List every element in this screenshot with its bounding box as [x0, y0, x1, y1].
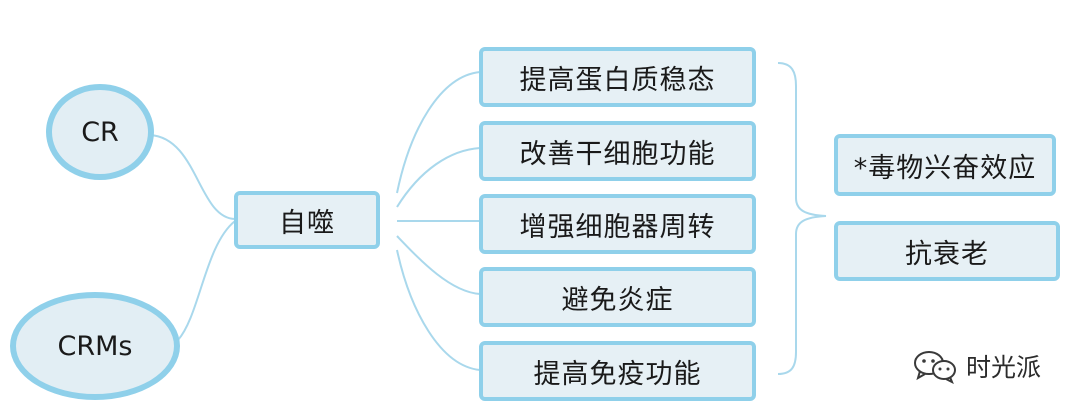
connector-crms-to-center — [177, 220, 236, 341]
connector-center-to-effect-2 — [396, 147, 481, 208]
effect-label: 提高免疫功能 — [533, 358, 702, 390]
source-label-crms: CRMs — [57, 330, 133, 362]
source-node-crms: CRMs — [10, 292, 180, 400]
effect-node-3: 增强细胞器周转 — [479, 194, 756, 254]
effect-node-1: 提高蛋白质稳态 — [479, 47, 756, 107]
watermark: 时光派 — [912, 348, 1041, 384]
source-label-cr: CR — [81, 116, 119, 148]
effect-label: 提高蛋白质稳态 — [519, 64, 716, 96]
effect-node-2: 改善干细胞功能 — [479, 121, 756, 181]
connector-cr-to-center — [149, 134, 236, 220]
outcome-label: *毒物兴奋效应 — [853, 152, 1037, 184]
watermark-text: 时光派 — [966, 353, 1042, 382]
outcome-label: 抗衰老 — [905, 238, 989, 270]
outcome-node-hormesis: *毒物兴奋效应 — [834, 134, 1056, 196]
effect-label: 避免炎症 — [561, 284, 674, 316]
center-label: 自噬 — [279, 207, 335, 239]
effect-node-4: 避免炎症 — [479, 267, 756, 327]
brace-right — [777, 62, 827, 375]
center-node-autophagy: 自噬 — [234, 191, 380, 249]
effect-node-5: 提高免疫功能 — [479, 341, 756, 401]
connector-center-to-effect-4 — [396, 235, 481, 295]
wechat-icon — [914, 351, 956, 384]
outcome-node-anti-aging: 抗衰老 — [834, 221, 1060, 281]
source-node-cr: CR — [46, 84, 154, 180]
connector-center-to-effect-5 — [396, 249, 481, 371]
connector-center-to-effect-1 — [396, 71, 481, 194]
effect-label: 改善干细胞功能 — [519, 138, 716, 170]
effect-label: 增强细胞器周转 — [519, 211, 716, 243]
